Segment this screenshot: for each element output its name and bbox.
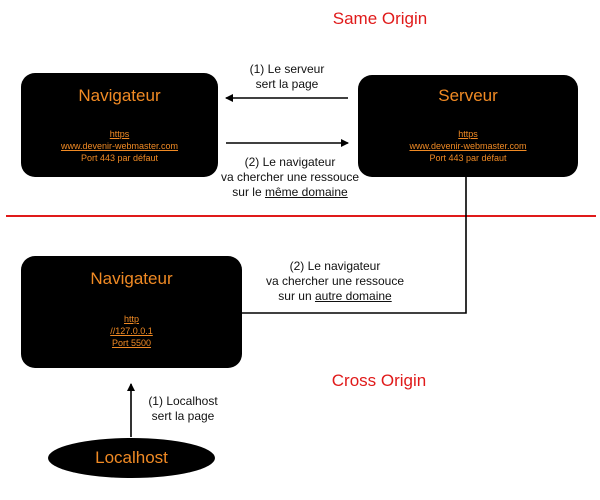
protocol-text: https xyxy=(109,129,130,139)
note-same-domain-request: (2) Le navigateur va chercher une ressou… xyxy=(210,155,370,200)
note-line-prefix: sur un xyxy=(278,289,312,303)
port-text: Port 443 par défaut xyxy=(429,153,507,163)
same-domain-emphasis: même domaine xyxy=(264,185,348,199)
note-server-serves-page: (1) Le serveur sert la page xyxy=(228,62,346,92)
same-origin-browser-box: Navigateur https www.devenir-webmaster.c… xyxy=(21,73,218,177)
box-title: Navigateur xyxy=(78,86,161,105)
box-title: Serveur xyxy=(438,86,498,105)
domain-text: www.devenir-webmaster.com xyxy=(409,141,527,151)
cross-origin-browser-box: Navigateur http //127.0.0.1 Port 5500 xyxy=(21,256,242,368)
note-line: va chercher une ressouce xyxy=(265,274,405,288)
note-line: (1) Localhost xyxy=(148,394,218,408)
domain-text: www.devenir-webmaster.com xyxy=(60,141,179,151)
protocol-text: https xyxy=(458,129,478,139)
localhost-node: Localhost xyxy=(48,438,215,478)
protocol-text: http xyxy=(123,314,139,324)
cross-origin-title: Cross Origin xyxy=(331,371,427,390)
domain-text: //127.0.0.1 xyxy=(110,326,153,336)
note-line: (1) Le serveur xyxy=(249,62,325,76)
port-text: Port 5500 xyxy=(111,338,152,348)
port-text: Port 443 par défaut xyxy=(80,153,159,163)
note-line: (2) Le navigateur xyxy=(289,259,381,273)
same-origin-title: Same Origin xyxy=(332,9,428,28)
note-localhost-serves-page: (1) Localhost sert la page xyxy=(138,394,228,424)
other-domain-emphasis: autre domaine xyxy=(314,289,392,303)
note-other-domain-request: (2) Le navigateur va chercher une ressou… xyxy=(255,259,415,304)
note-line: sert la page xyxy=(151,409,215,423)
section-divider xyxy=(6,215,596,217)
arrow-cross-origin-request xyxy=(242,169,470,314)
note-line: (2) Le navigateur xyxy=(244,155,336,169)
same-origin-server-box: Serveur https www.devenir-webmaster.com … xyxy=(358,75,578,177)
note-line: va chercher une ressouce xyxy=(220,170,360,184)
note-line: sert la page xyxy=(255,77,319,91)
note-line-prefix: sur le xyxy=(232,185,262,199)
box-title: Navigateur xyxy=(90,269,173,288)
